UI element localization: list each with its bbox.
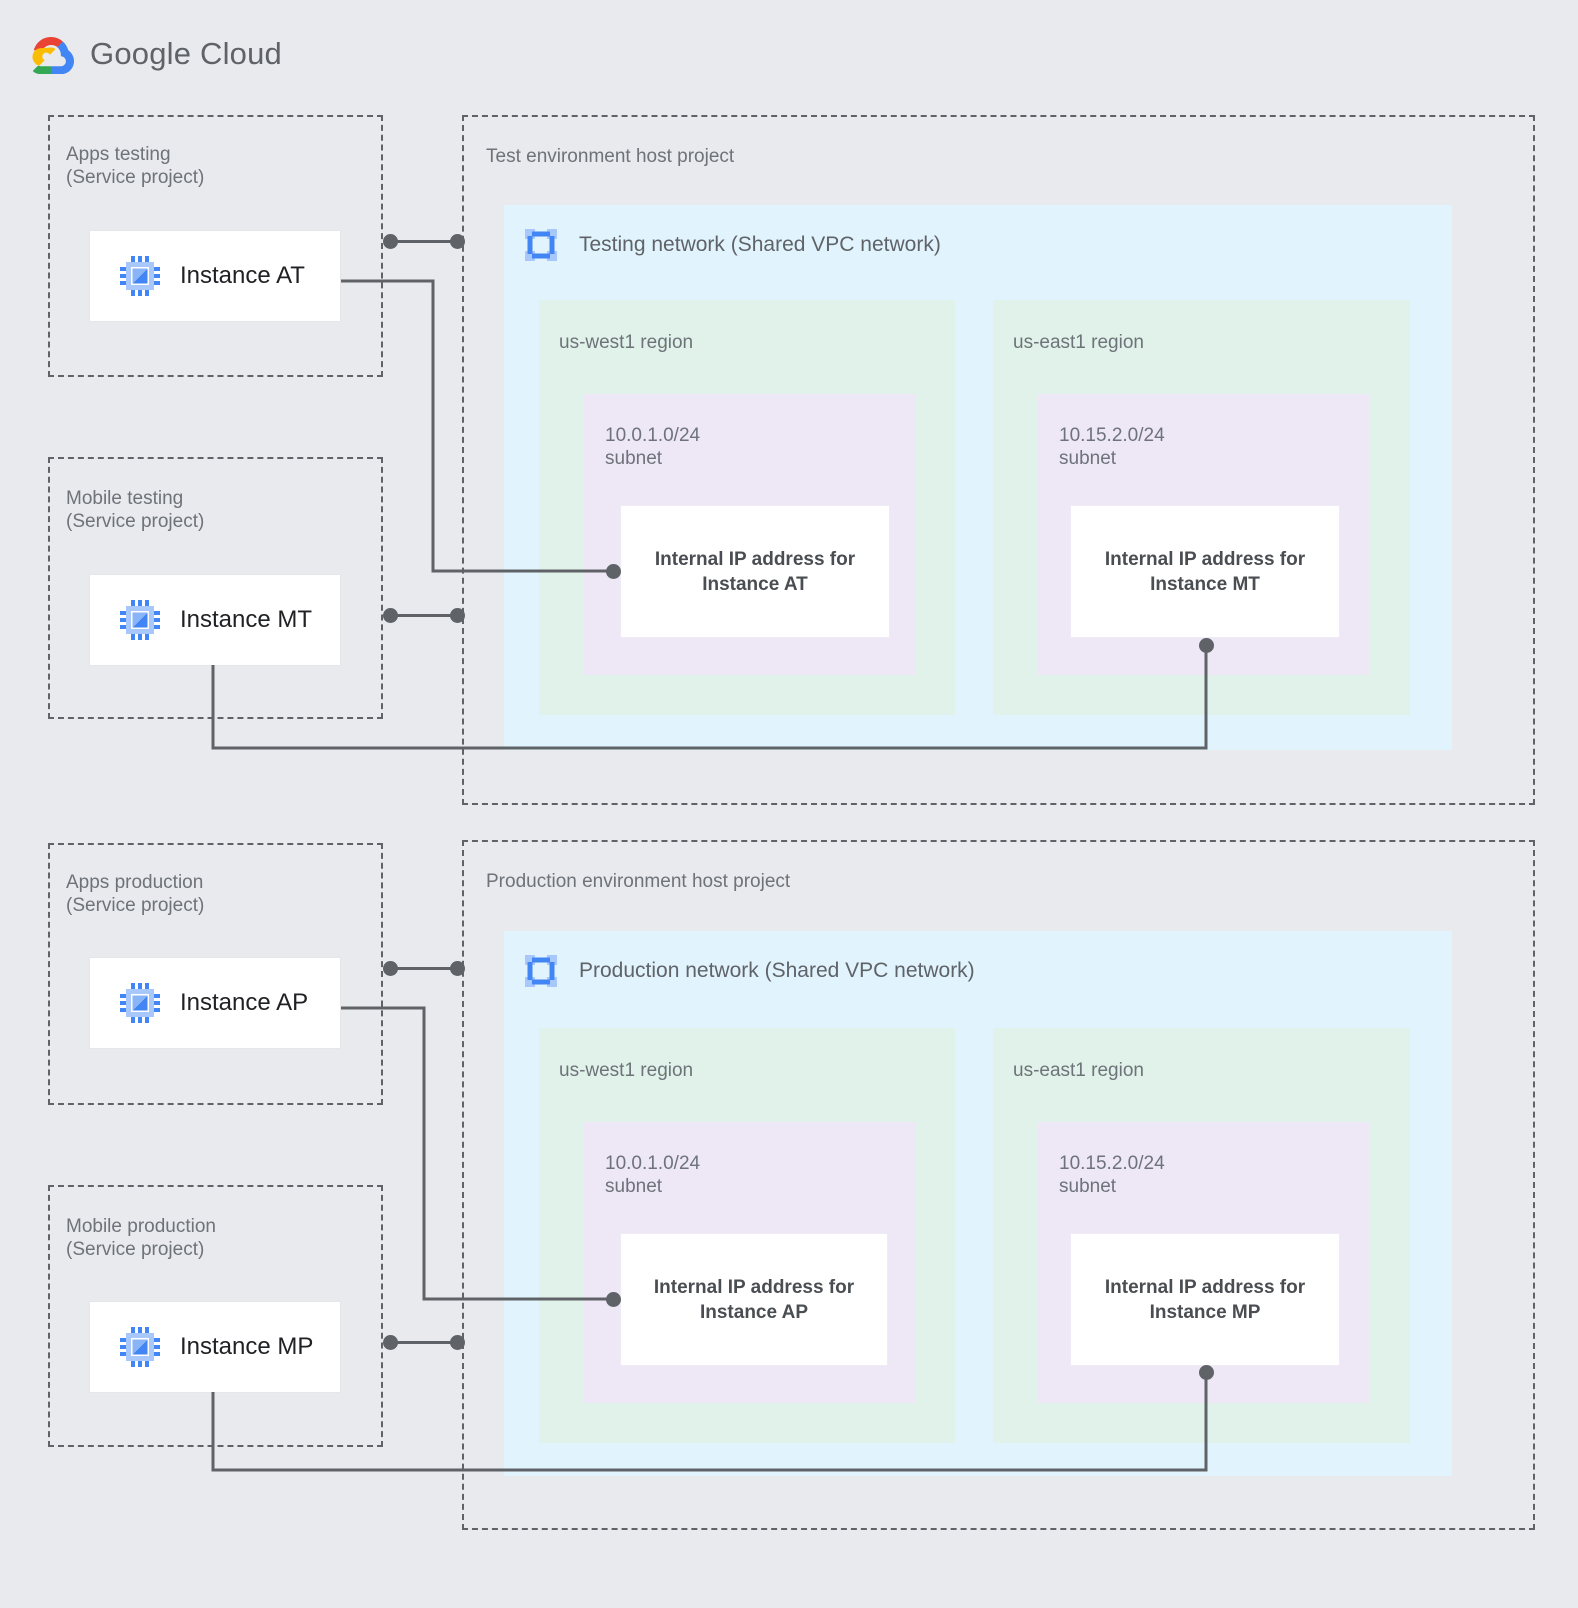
connector-dot-ap-right: [450, 961, 465, 976]
network-header-testing: Testing network (Shared VPC network): [521, 225, 941, 265]
compute-engine-vm-icon: [118, 981, 162, 1025]
internal-ip-text-mp: Internal IP address for Instance MP: [1104, 1276, 1306, 1323]
compute-engine-vm-icon: [118, 1325, 162, 1369]
internal-ip-card-mt[interactable]: Internal IP address for Instance MT: [1070, 505, 1340, 638]
service-project-mobile-testing-label: Mobile testing (Service project): [66, 488, 205, 532]
internal-ip-text-mt: Internal IP address for Instance MT: [1104, 548, 1306, 595]
service-project-apps-production[interactable]: [48, 843, 383, 1105]
connector-dot-at-right: [450, 234, 465, 249]
subnet-label-test-us-west1: 10.0.1.0/24 subnet: [605, 425, 701, 469]
internal-ip-card-mp[interactable]: Internal IP address for Instance MP: [1070, 1233, 1340, 1366]
internal-ip-card-ap[interactable]: Internal IP address for Instance AP: [620, 1233, 888, 1366]
network-title-testing: Testing network (Shared VPC network): [579, 233, 941, 256]
connector-dot-mt-left: [383, 608, 398, 623]
subnet-label-test-us-east1: 10.15.2.0/24 subnet: [1059, 425, 1165, 469]
brand-name: Google Cloud: [90, 36, 282, 72]
connector-dumbbell-mt: [390, 614, 460, 617]
region-label-test-us-west1: us-west1 region: [559, 332, 694, 353]
network-header-production: Production network (Shared VPC network): [521, 951, 975, 991]
service-project-apps-testing-label: Apps testing (Service project): [66, 144, 205, 188]
vpc-network-icon: [521, 951, 561, 991]
region-label-prod-us-west1: us-west1 region: [559, 1060, 694, 1081]
instance-name-mp: Instance MP: [180, 1333, 314, 1360]
google-cloud-logo: Google Cloud: [32, 34, 282, 74]
internal-ip-text-at: Internal IP address for Instance AT: [654, 548, 856, 595]
google-cloud-logo-icon: [32, 34, 76, 74]
connector-dumbbell-mp: [390, 1341, 460, 1344]
instance-card-mp[interactable]: Instance MP: [89, 1301, 341, 1393]
instance-name-ap: Instance AP: [180, 989, 309, 1016]
region-label-test-us-east1: us-east1 region: [1013, 332, 1144, 353]
region-label-prod-us-east1: us-east1 region: [1013, 1060, 1144, 1081]
service-project-apps-production-label: Apps production (Service project): [66, 872, 205, 916]
subnet-label-prod-us-east1: 10.15.2.0/24 subnet: [1059, 1153, 1165, 1197]
internal-ip-text-ap: Internal IP address for Instance AP: [653, 1276, 855, 1323]
network-title-production: Production network (Shared VPC network): [579, 959, 975, 982]
instance-name-mt: Instance MT: [180, 606, 313, 633]
instance-card-mt[interactable]: Instance MT: [89, 574, 341, 666]
service-project-mobile-production-label: Mobile production (Service project): [66, 1216, 216, 1260]
compute-engine-vm-icon: [118, 598, 162, 642]
subnet-label-prod-us-west1: 10.0.1.0/24 subnet: [605, 1153, 701, 1197]
connector-dumbbell-at: [390, 240, 460, 243]
connector-dot-ap-left: [383, 961, 398, 976]
connector-dumbbell-ap: [390, 967, 460, 970]
connector-dot-mp-right: [450, 1335, 465, 1350]
connector-dot-mt-ip: [1199, 638, 1214, 653]
connector-dot-at-left: [383, 234, 398, 249]
vpc-network-icon: [521, 225, 561, 265]
connector-dot-mp-ip: [1199, 1365, 1214, 1380]
service-project-apps-testing[interactable]: [48, 115, 383, 377]
connector-dot-mt-right: [450, 608, 465, 623]
instance-card-at[interactable]: Instance AT: [89, 230, 341, 322]
instance-card-ap[interactable]: Instance AP: [89, 957, 341, 1049]
compute-engine-vm-icon: [118, 254, 162, 298]
brand-name-cloud: Cloud: [191, 36, 282, 71]
host-project-production-environment-label: Production environment host project: [486, 871, 791, 892]
instance-name-at: Instance AT: [180, 262, 305, 289]
host-project-test-environment-label: Test environment host project: [486, 146, 735, 167]
connector-dot-ap-ip: [606, 1292, 621, 1307]
internal-ip-card-at[interactable]: Internal IP address for Instance AT: [620, 505, 890, 638]
connector-dot-at-ip: [606, 564, 621, 579]
brand-name-google: Google: [90, 36, 192, 71]
connector-dot-mp-left: [383, 1335, 398, 1350]
